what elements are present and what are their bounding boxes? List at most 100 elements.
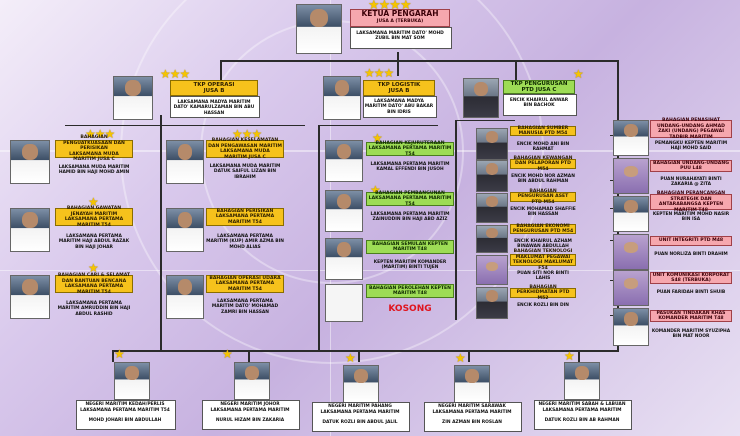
negeri-photo: [234, 362, 270, 400]
ops-right-dept: BAHAGIAN KESELAMATAN DAN PENGAWASAN MARI…: [206, 138, 284, 160]
connector-line: [515, 60, 517, 80]
rank-stars: ★: [222, 347, 233, 361]
negeri-name: NURUL HIZAM BIN ZAKARIA: [215, 418, 285, 423]
logistik-unit-dept: BAHAGIAN PEROLEHAN KEPTEN MARITIM T48: [366, 284, 454, 298]
side-unit-name: KEPTEN MARITIM MOHD NASIR BIN ISA: [652, 212, 730, 223]
tkp-pengurusan-grade: PTD JUSA C: [521, 87, 557, 93]
connector-line: [220, 60, 617, 62]
tkp-logistik-photo: [323, 76, 361, 120]
connector-line: [578, 350, 580, 362]
pengurusan-unit-photo: [476, 193, 508, 223]
negeri-name: ZIN AZMAN BIN ROSLAN: [442, 420, 502, 425]
negeri-box: [202, 400, 300, 430]
negeri-dept: NEGERI MARITIM SABAH & LABUAN: [538, 402, 626, 407]
side-unit-photo: [613, 270, 649, 306]
connector-line: [468, 350, 470, 362]
negeri-box: [534, 400, 632, 430]
rank-text: LAKSAMANA PERTAMA MARITIM T54: [215, 281, 275, 292]
negeri-dept: NEGERI MARITIM SARAWAK: [438, 404, 506, 409]
logistik-unit-dept: BAHAGIAN SEMULAN KEPTEN MARITIM T48: [366, 240, 454, 254]
connector-line: [248, 350, 250, 362]
rank-text: LAKSAMANA PERTAMA MARITIM T54: [64, 284, 124, 295]
logistik-unit-photo: [325, 238, 363, 280]
dept-text: BAHAGIAN PERISIKAN: [216, 208, 274, 214]
side-unit-photo: [613, 196, 649, 232]
negeri-rank: LAKSAMANA PERTAMA MARITIM: [320, 410, 400, 415]
rank-text: LAKSAMANA MUDA MARITIM JUSA C: [69, 151, 119, 163]
rank-stars: ★: [114, 347, 125, 361]
ops-right-dept: BAHAGIAN PERISIKAN LAKSAMANA PERTAMA MAR…: [206, 208, 284, 226]
logistik-unit-dept: BAHAGIAN KEJURUTERAAN LAKSAMANA PERTAMA …: [366, 141, 454, 157]
negeri-rank: LAKSAMANA PERTAMA MARITIM: [432, 410, 512, 415]
side-unit-photo: [613, 120, 649, 156]
side-unit-dept: BAHAGIAN PERANCANGAN STRATEGIK DAN ANTAR…: [650, 191, 732, 213]
pengurusan-unit-dept: BAHAGIAN EKONOMI PENGURUSAN PTD M54: [510, 224, 576, 234]
logistik-unit-name: KEPTEN MARITIM KOMANDER (MARITIM) BINTI …: [373, 260, 447, 271]
ops-right-name: LAKSAMANA PERTAMA MARITIM (KUP) AMIR AZM…: [206, 234, 284, 250]
side-unit-name: PEMANGKU KEPTEN MARITIM HAJI MOHD SAID: [654, 141, 728, 152]
pengurusan-unit-name: ENCIK MOHD ANI BIN RAHMAT: [516, 142, 570, 153]
ops-left-dept: BAHAGIAN PENGUATKUASAAN DAN PERISIKAN LA…: [55, 135, 133, 162]
logistik-unit-dept: BAHAGIAN PEMBANGUNAN LAKSAMANA PERTAMA M…: [366, 191, 454, 207]
connector-line: [112, 350, 619, 352]
tkp-logistik-grade: JUSA B: [388, 88, 410, 94]
side-unit-name: PUAN NORLIZA BINTI DRAHIM: [654, 252, 728, 257]
connector-line: [455, 120, 457, 320]
rank-stars: ★★★: [85, 127, 115, 141]
pengurusan-unit-name: PUAN SITI NOR BINTI LAHIS: [517, 271, 569, 282]
vacant-photo: [325, 284, 363, 322]
negeri-dept: NEGERI MARITIM PAHANG: [328, 404, 392, 409]
negeri-name: MOHD JOHARI BIN ABDULLAH: [88, 418, 162, 423]
connector-line: [318, 125, 320, 350]
side-unit-dept: BAHAGIAN UNDANG-UNDANG PUU L48: [650, 160, 732, 172]
logistik-unit-photo: [325, 140, 363, 182]
tkp-pengurusan-name-box: [503, 94, 577, 116]
tkp-pengurusan-name: ENCIK KHAIRUL ANWAR BIN BACHOK: [509, 98, 569, 109]
rank-stars: ★★★: [364, 66, 394, 80]
negeri-photo: [343, 365, 379, 403]
tkp-operasi-title: TKP OPERASI JUSA B: [170, 80, 258, 96]
connector-line: [455, 120, 515, 121]
side-unit-dept: BAHAGIAN PENASIHAT UNDANG-UNDANG AHMAD Z…: [650, 118, 732, 140]
tkp-operasi-grade: JUSA B: [203, 88, 225, 94]
chairman-name: LAKSAMANA MARITIM DATO' MOHD ZUBIL BIN M…: [356, 31, 444, 42]
logistik-unit-photo: [325, 190, 363, 232]
pengurusan-unit-name: ENCIK MOHD NOR AZMAN BIN ABDUL RAHMAN: [511, 174, 575, 185]
connector-line: [112, 350, 114, 362]
logistik-unit-name: LAKSAMANA PERTAMA MARITIM KAMAL EFFENDI …: [370, 162, 450, 173]
pengurusan-unit-dept: BAHAGIAN PERKHIDMATAN PTD M52: [510, 285, 576, 301]
negeri-rank: LAKSAMANA PERTAMA MARITIM T54: [80, 408, 170, 413]
pengurusan-unit-photo: [476, 287, 508, 319]
side-unit-photo: [613, 308, 649, 346]
ops-left-name: LAKSAMANA PERTAMA MARITIM AMRUDDIN BIN H…: [57, 301, 131, 317]
pengurusan-unit-name: ENCIK KHAIRUL AZHAM BINAWAN ABDULLAH: [514, 239, 572, 250]
pengurusan-unit-dept: BAHAGIAN KEWANGAN DAN PELAPORAN PTD M54: [510, 156, 576, 172]
ops-left-name: LAKSAMANA PERTAMA MARITIM HAJI ABDUL RAZ…: [58, 234, 130, 250]
ops-left-dept: BAHAGIAN CARI & SELAMAT DAN BANTUAN BENC…: [55, 273, 133, 295]
side-unit-name: KOMANDER MARITIM SYUZIPHA BIN MAT NOOR: [651, 329, 731, 340]
rank-stars: ★: [564, 349, 575, 363]
rank-stars: ★: [573, 67, 584, 81]
tkp-operasi-title-text: TKP OPERASI: [193, 82, 235, 88]
rank-stars: ★: [455, 351, 466, 365]
dept-text: BAHAGIAN GAWATAN JENAYAH MARITIM: [66, 206, 122, 217]
negeri-rank: LAKSAMANA PERTAMA MARITIM: [210, 408, 290, 413]
negeri-box: [312, 402, 410, 432]
ops-right-name: LAKSAMANA PERTAMA MARITIM DATO' MOHAMAD …: [211, 299, 279, 315]
connector-line: [358, 350, 360, 362]
ops-right-photo: [166, 275, 204, 319]
rank-stars: ★: [88, 195, 99, 209]
chairman-photo: [296, 4, 342, 54]
ops-left-name: LAKSAMANA MUDA MARITIM HAMID BIN HAJI MO…: [58, 165, 130, 176]
negeri-dept: NEGERI MARITIM JOHOR: [220, 402, 280, 407]
connector-line: [318, 125, 438, 126]
tkp-pengurusan-photo: [463, 78, 499, 118]
rank-stars: ★: [345, 351, 356, 365]
negeri-photo: [114, 362, 150, 400]
tkp-logistik-name-box: [363, 96, 437, 118]
ops-left-photo: [10, 140, 50, 184]
negeri-name: DATUK ROZLI BIN ABDUL JALIL: [322, 420, 398, 425]
ops-right-name: LAKSAMANA MUDA MARITIM DATUK SAIFUL LIZA…: [209, 164, 281, 180]
pengurusan-unit-dept: BAHAGIAN TEKNOLOGI MAKLUMAT PEGAWAI TEKN…: [510, 249, 576, 271]
